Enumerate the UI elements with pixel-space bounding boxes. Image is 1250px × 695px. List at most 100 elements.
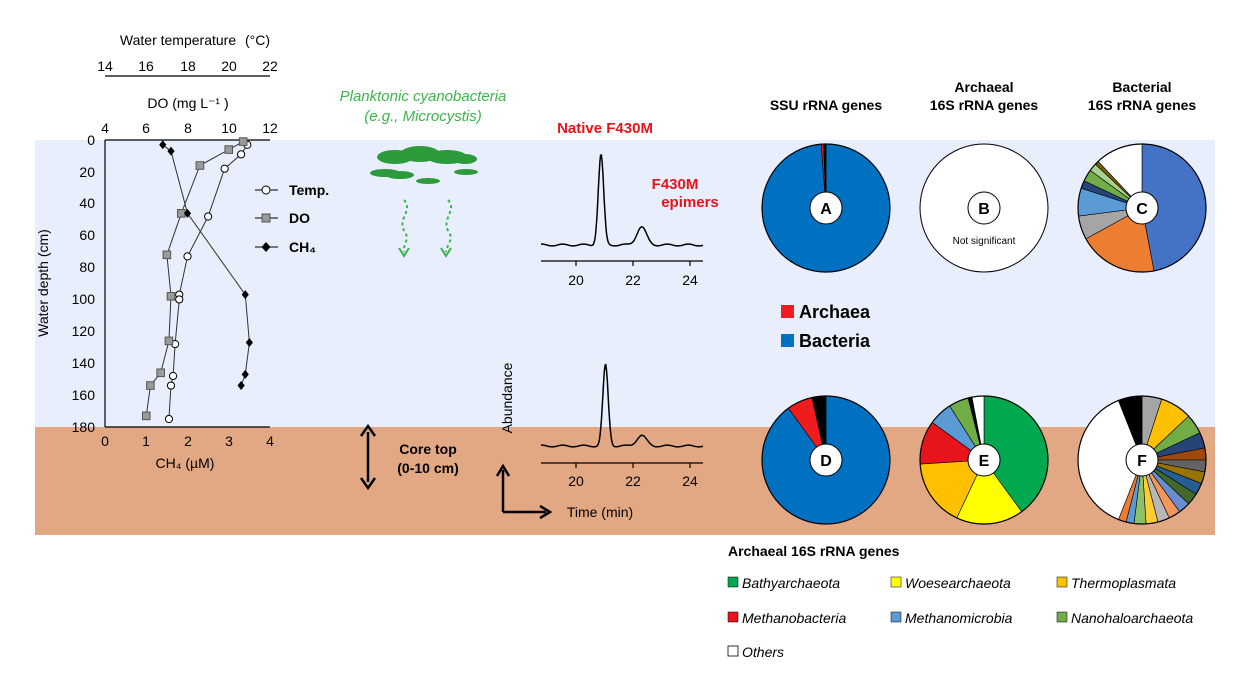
temp-data-point <box>164 414 174 424</box>
core-arrow-down-icon <box>359 477 377 491</box>
do-data-point <box>156 368 165 378</box>
temp-data-point <box>220 164 229 173</box>
do-data-point <box>224 145 234 154</box>
pie-panel-label: C <box>1136 201 1148 218</box>
depth-profile-plot: Water temperature (°C) 14 16 18 20 22 DO… <box>35 32 329 471</box>
pie-center-badge <box>967 191 1001 225</box>
temperature-axis-ticks: 14 16 18 20 22 <box>97 58 278 74</box>
ch4-data-point <box>159 140 167 150</box>
legend-swatch-bathyarchaeota <box>727 576 739 588</box>
profile-series <box>141 137 253 424</box>
lower-chromatogram-trace <box>541 363 704 448</box>
pie-outline <box>761 143 891 273</box>
abundance-arrow-icon <box>495 463 511 477</box>
sinking-arrows-icon <box>401 199 453 253</box>
temperature-tick-label: 20 <box>221 58 237 74</box>
ch4-tick-label: 0 <box>101 433 109 449</box>
archaea-legend-label: Archaea <box>799 302 871 322</box>
temp-data-point <box>183 252 192 261</box>
legend-swatch-thermoplasmata <box>1056 576 1068 588</box>
archaea-swatch <box>781 305 794 318</box>
pie-B: B <box>919 143 1049 273</box>
ch4-tick-label: 1 <box>142 433 150 449</box>
pie-F: F <box>1077 395 1207 525</box>
do-axis-title: DO (mg L⁻¹ ) <box>147 95 228 111</box>
epimer-label-line2: epimers <box>661 194 719 211</box>
time-arrow-icon <box>539 504 553 520</box>
ch4-tick-label: 4 <box>266 433 274 449</box>
native-f430m-label: Native F430M <box>557 120 653 137</box>
do-data-point <box>141 411 151 421</box>
do-tick-label: 6 <box>142 120 150 136</box>
pie-title-ssu: SSU rRNA genes <box>770 97 883 113</box>
legend-ch4-label: CH₄ <box>289 239 316 255</box>
ch4-data-point <box>241 369 249 379</box>
temp-data-point <box>175 295 184 304</box>
core-top-annotation: Core top (0-10 cm) <box>359 423 459 491</box>
pie-center-badge <box>809 443 843 477</box>
legend-label-nanohaloarchaeota: Nanohaloarchaeota <box>1071 610 1193 626</box>
cyanobacteria-annotation: Planktonic cyanobacteria (e.g., Microcys… <box>340 88 507 258</box>
depth-tick-label: 160 <box>72 387 96 403</box>
arrow-head-icon <box>440 247 452 258</box>
legend-ch4-marker <box>261 242 271 252</box>
lower-tick-label: 24 <box>682 473 698 489</box>
do-axis-ticks: 4 6 8 10 12 <box>101 120 278 136</box>
depth-axis-title: Water depth (cm) <box>35 229 51 337</box>
archaeal-legend-title: Archaeal 16S rRNA genes <box>728 543 900 559</box>
depth-tick-label: 0 <box>87 132 95 148</box>
arrow-head-icon <box>398 247 410 258</box>
pie-center-badge <box>809 191 843 225</box>
pie-panel-label: B <box>978 201 990 218</box>
do-data-point <box>166 291 176 301</box>
ch4-tick-label: 3 <box>225 433 233 449</box>
legend-swatch-nanohaloarchaeota <box>1056 611 1068 623</box>
cyano-label-line2: (e.g., Microcystis) <box>364 108 482 125</box>
pie-outline <box>919 395 1049 525</box>
do-data-point <box>195 161 205 170</box>
temperature-tick-label: 22 <box>262 58 278 74</box>
legend-label-methanobacteria: Methanobacteria <box>742 610 847 626</box>
pie-panel-label: D <box>820 453 832 470</box>
legend-label-thermoplasmata: Thermoplasmata <box>1071 575 1176 591</box>
do-data-point <box>146 381 155 390</box>
temp-data-point <box>237 150 246 159</box>
depth-tick-label: 120 <box>72 323 96 339</box>
do-series-line <box>145 141 244 416</box>
legend-label-methanomicrobia: Methanomicrobia <box>905 610 1013 626</box>
pie-panel-label: F <box>1137 453 1147 470</box>
temp-data-point <box>166 381 176 390</box>
legend-label-others: Others <box>742 644 784 660</box>
core-top-label-line2: (0-10 cm) <box>397 460 458 476</box>
temperature-tick-label: 18 <box>180 58 196 74</box>
pie-outline <box>1077 395 1207 525</box>
pie-center-badge <box>1125 191 1159 225</box>
abundance-axis-title: Abundance <box>499 362 515 433</box>
archaeal-legend: Archaeal 16S rRNA genes Bathyarchaeota W… <box>727 543 1193 660</box>
upper-tick-label: 22 <box>625 272 641 288</box>
upper-chromatogram-trace <box>541 154 704 247</box>
do-data-point <box>164 336 174 346</box>
do-data-point <box>162 250 172 260</box>
legend-swatch-woesearchaeota <box>890 576 902 588</box>
ch4-axis-ticks: 0 1 2 3 4 <box>101 433 274 449</box>
ch4-axis-title: CH₄ (µM) <box>156 455 215 471</box>
pie-center-badge <box>1125 443 1159 477</box>
legend-label-bathyarchaeota: Bathyarchaeota <box>742 575 840 591</box>
pie-center-badge <box>967 443 1001 477</box>
legend-swatch-others <box>727 645 739 657</box>
legend-temp-marker <box>261 185 271 195</box>
do-tick-label: 4 <box>101 120 109 136</box>
pie-A: A <box>761 143 891 273</box>
legend-temp-label: Temp. <box>289 182 329 198</box>
cyano-label-line1: Planktonic cyanobacteria <box>340 88 507 105</box>
depth-tick-label: 20 <box>79 164 95 180</box>
domain-legend: Archaea Bacteria <box>781 302 871 351</box>
lower-tick-label: 20 <box>568 473 584 489</box>
upper-tick-label: 20 <box>568 272 584 288</box>
bacteria-legend-label: Bacteria <box>799 331 871 351</box>
pie-title-bacterial-line1: Bacterial <box>1112 79 1171 95</box>
time-axis-title: Time (min) <box>567 504 633 520</box>
pie-D: D <box>761 395 891 525</box>
